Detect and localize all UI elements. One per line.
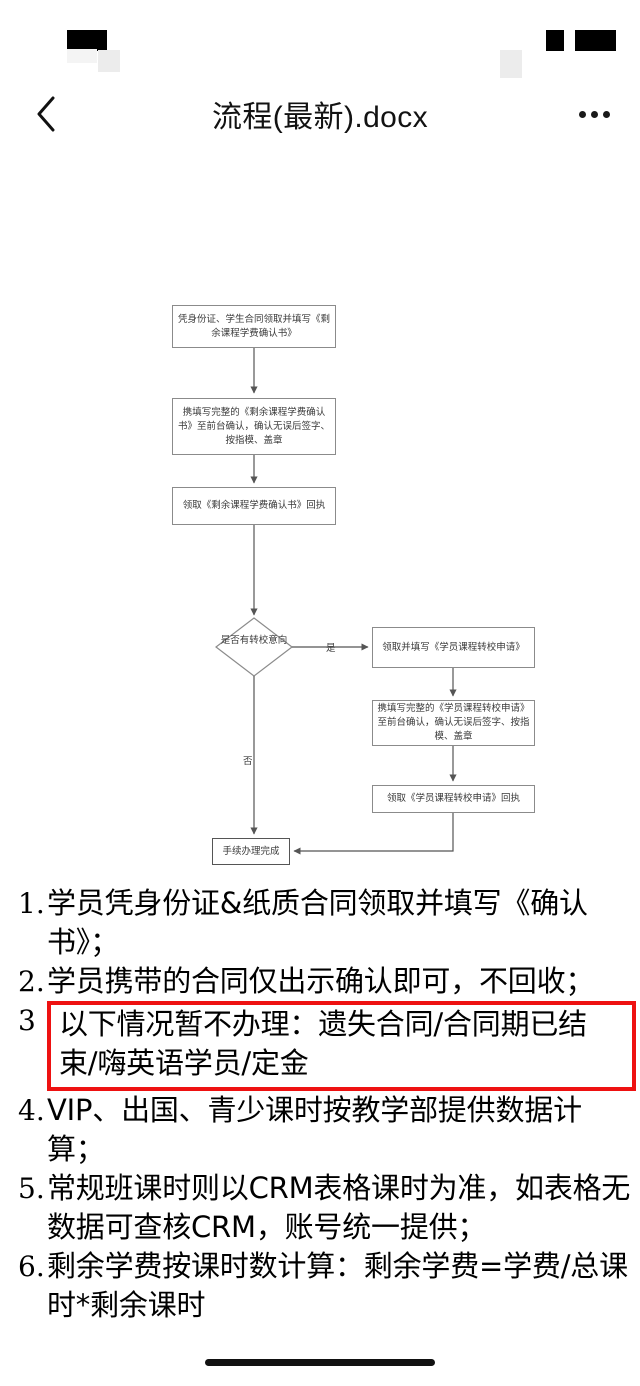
list-item-highlighted: 3 以下情况暂不办理：遗失合同/合同期已结束/嗨英语学员/定金 — [0, 1001, 640, 1091]
list-item-number: 2. — [18, 965, 45, 998]
status-redaction-right-wide — [575, 30, 616, 51]
flow-edge-label-yes: 是 — [326, 643, 336, 654]
chevron-left-icon — [35, 95, 57, 133]
home-indicator[interactable] — [205, 1359, 435, 1366]
list-item: 5. 常规班课时则以CRM表格课时为准，如表格无数据可查核CRM，账号统一提供； — [0, 1169, 640, 1247]
list-item-number: 4. — [18, 1094, 45, 1127]
list-item-number: 3 — [18, 1004, 36, 1037]
flow-node-transfer-receipt: 领取《学员课程转校申请》回执 — [372, 785, 535, 813]
list-item-text: 学员携带的合同仅出示确认即可，不回收； — [47, 964, 595, 998]
status-redaction-right-small — [546, 30, 564, 51]
status-bar — [0, 0, 640, 80]
list-item-text: 常规班课时则以CRM表格课时为准，如表格无数据可查核CRM，账号统一提供； — [47, 1171, 631, 1244]
list-item-number: 6. — [18, 1250, 45, 1283]
flow-node-decision-transfer-label: 是否有转校意向 — [220, 635, 288, 646]
list-item-number: 5. — [18, 1172, 45, 1205]
page-title: 流程(最新).docx — [211, 100, 429, 134]
status-redaction-right-ghost — [500, 50, 522, 80]
navigation-bar: 流程(最新).docx — [0, 78, 640, 150]
ellipsis-icon — [578, 110, 610, 118]
flow-node-transfer-submit-form: 携填写完整的《学员课程转校申请》至前台确认，确认无误后签字、按指模、盖章 — [372, 700, 535, 746]
flowchart-connectors — [215, 348, 457, 855]
status-redaction-left-ghost2 — [67, 49, 97, 63]
document-viewer[interactable]: 凭身份证、学生合同领取并填写《剩余课程学费确认书》 携填写完整的《剩余课程学费确… — [0, 149, 640, 1339]
list-item: 4. VIP、出国、青少课时按教学部提供数据计算； — [0, 1091, 640, 1169]
list-item: 1. 学员凭身份证&纸质合同领取并填写《确认书》； — [0, 884, 640, 962]
list-item: 2. 学员携带的合同仅出示确认即可，不回收； — [0, 962, 640, 1001]
list-item-text: VIP、出国、青少课时按教学部提供数据计算； — [47, 1093, 582, 1166]
list-item-number: 1. — [18, 887, 45, 920]
flow-node-collect-form: 凭身份证、学生合同领取并填写《剩余课程学费确认书》 — [172, 305, 336, 348]
more-options-button[interactable] — [572, 92, 616, 136]
flow-node-transfer-collect-form: 领取并填写《学员课程转校申请》 — [372, 627, 535, 668]
notes-list: 1. 学员凭身份证&纸质合同领取并填写《确认书》； 2. 学员携带的合同仅出示确… — [0, 884, 640, 1325]
flow-node-receipt: 领取《剩余课程学费确认书》回执 — [172, 487, 336, 525]
flow-node-submit-form: 携填写完整的《剩余课程学费确认书》至前台确认，确认无误后签字、按指模、盖章 — [172, 398, 336, 455]
status-redaction-left-ghost — [98, 50, 120, 72]
list-item-text: 以下情况暂不办理：遗失合同/合同期已结束/嗨英语学员/定金 — [47, 1001, 636, 1091]
list-item-text: 学员凭身份证&纸质合同领取并填写《确认书》； — [47, 886, 588, 959]
list-item-text: 剩余学费按课时数计算：剩余学费=学费/总课时*剩余课时 — [47, 1249, 628, 1322]
flow-node-process-complete: 手续办理完成 — [212, 838, 290, 865]
flowchart: 凭身份证、学生合同领取并填写《剩余课程学费确认书》 携填写完整的《剩余课程学费确… — [0, 149, 640, 889]
bottom-bar — [0, 1339, 640, 1386]
status-redaction-left — [67, 30, 107, 51]
back-button[interactable] — [24, 92, 68, 136]
flow-edge-label-no: 否 — [243, 756, 253, 767]
list-item: 6. 剩余学费按课时数计算：剩余学费=学费/总课时*剩余课时 — [0, 1247, 640, 1325]
